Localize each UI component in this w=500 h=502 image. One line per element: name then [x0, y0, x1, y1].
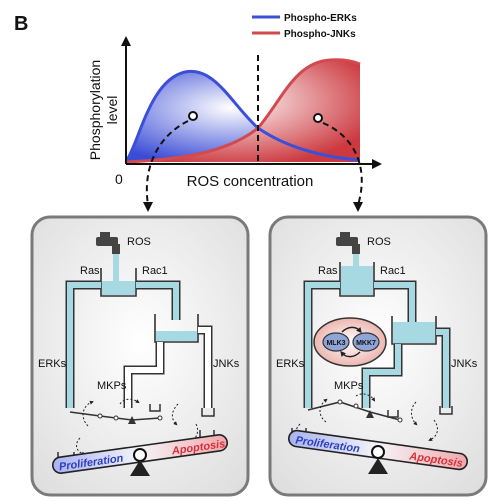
right-mkp-pipe-inner — [363, 344, 401, 408]
mlk3-label: MLK3 — [326, 340, 345, 347]
left-operating-point — [188, 111, 198, 121]
left-panel: ROS Ras Rac1 ERKs JNKs MKPs — [30, 215, 250, 497]
right-tank — [339, 262, 375, 297]
left-ras-pipe-inner — [67, 282, 101, 408]
erk-curve-line — [124, 69, 361, 163]
right-seesaw-fulcrum — [368, 458, 388, 474]
left-motion-arrow-2 — [119, 398, 140, 405]
kinase-loop-arrow-bottom — [340, 350, 361, 358]
left-small-bucket — [149, 404, 161, 412]
right-dashed-arrow — [322, 122, 363, 206]
left-ros-label: ROS — [127, 236, 151, 248]
left-mkp-pipe-inner — [125, 342, 163, 408]
origin-label: 0 — [115, 171, 123, 187]
right-motion-arrow-4 — [428, 419, 438, 441]
jnk-curve-area — [126, 59, 360, 162]
right-ros-label: ROS — [367, 236, 391, 248]
right-rac1-label: Rac1 — [380, 265, 406, 277]
left-seesaw-fulcrum — [130, 460, 150, 476]
right-ras-label: Ras — [318, 265, 338, 277]
right-jnk-tank-water — [393, 322, 435, 343]
phosphorylation-chart: Phosphorylation level ROS concentration … — [87, 13, 382, 212]
right-lever — [307, 399, 403, 423]
left-lever — [69, 411, 163, 424]
mlk3-node — [322, 332, 350, 352]
x-axis-arrow — [372, 159, 382, 169]
right-tank-water — [341, 266, 373, 295]
right-jnk-pipe-inner — [436, 329, 449, 408]
right-mkps-label: MKPs — [334, 380, 364, 392]
legend: Phospho-ERKs Phospho-JNKs — [252, 13, 357, 40]
x-axis-label: ROS concentration — [187, 173, 314, 190]
right-operating-point — [313, 113, 323, 123]
right-motion-arrow-1 — [319, 398, 328, 423]
left-water-stream — [113, 254, 119, 282]
right-rac1-pipe-inner — [374, 282, 415, 322]
right-seesaw-pivot — [371, 445, 385, 459]
left-tank-water — [102, 281, 135, 295]
panel-label: B — [14, 13, 28, 35]
legend-erk-label: Phospho-ERKs — [284, 13, 357, 24]
kinase-loop: MLK3 MKK7 — [313, 317, 387, 367]
y-axis-arrow — [121, 36, 131, 46]
left-rac1-pipe-inner — [136, 282, 179, 320]
right-dashed-arrow-head — [353, 202, 363, 212]
right-ras-pipe-inner — [305, 282, 340, 408]
right-erks-label: ERKs — [276, 358, 305, 370]
left-ras-label: Ras — [80, 265, 100, 277]
ros-faucet-icon — [96, 232, 120, 254]
ros-faucet-icon-right — [336, 232, 360, 254]
legend-jnk-label: Phospho-JNKs — [284, 29, 356, 40]
erk-curve-area — [126, 71, 360, 162]
left-jnk-bucket — [201, 408, 215, 417]
mkk7-label: MKK7 — [356, 340, 376, 347]
left-dashed-arrow-head — [143, 202, 153, 212]
right-small-bucket — [387, 410, 399, 418]
left-jnk-pipe-inner — [198, 327, 211, 408]
left-seesaw-pivot — [133, 448, 147, 462]
right-jnks-label: JNKs — [451, 358, 478, 370]
right-motion-arrow-2 — [355, 393, 376, 402]
mkk7-node — [352, 332, 380, 352]
left-erks-label: ERKs — [38, 358, 67, 370]
right-motion-arrow-5 — [295, 423, 302, 444]
left-jnk-tank-water — [156, 331, 197, 341]
left-rac1-label: Rac1 — [142, 265, 168, 277]
left-mkps-label: MKPs — [97, 380, 127, 392]
kinase-loop-arrow-top — [341, 326, 362, 334]
left-motion-arrow-3 — [171, 403, 179, 426]
jnk-curve-line — [125, 58, 361, 164]
right-motion-arrow-3 — [411, 401, 418, 426]
right-panel: ROS Ras Rac1 MLK3 MKK7 — [268, 215, 488, 497]
left-jnks-label: JNKs — [213, 358, 240, 370]
y-axis-label-line2: level — [104, 96, 120, 125]
kinase-loop-halo — [313, 317, 387, 367]
right-water-stream — [353, 254, 359, 268]
left-motion-arrow-5 — [76, 437, 86, 456]
right-jnk-bucket — [439, 406, 453, 415]
y-axis-label: Phosphorylation — [87, 60, 103, 160]
